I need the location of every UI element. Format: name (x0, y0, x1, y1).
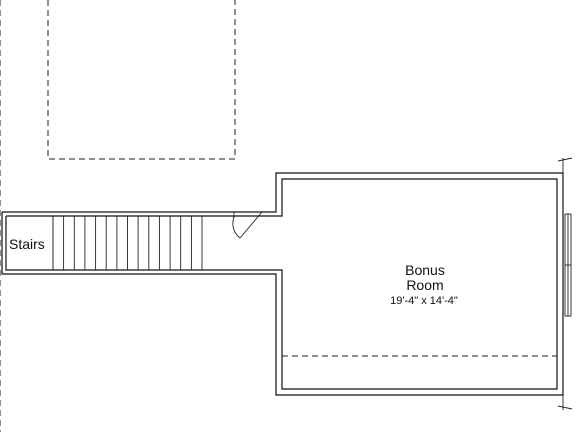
bonus-room-name-line1: Bonus (405, 262, 445, 278)
open-to-below-outline (47, 0, 236, 160)
stairs-label: Stairs (9, 236, 45, 252)
stair-treads (52, 216, 203, 270)
exterior-wall-inner (5, 178, 558, 390)
bonus-room-name-line2: Room (406, 277, 443, 293)
bonus-room-dimensions: 19'-4" x 14'-4" (390, 295, 458, 307)
right-wall-tick-top (557, 157, 573, 162)
door-swing-arc (232, 215, 241, 239)
door-leaf (239, 211, 263, 239)
right-wall-tick-bottom (557, 405, 573, 410)
